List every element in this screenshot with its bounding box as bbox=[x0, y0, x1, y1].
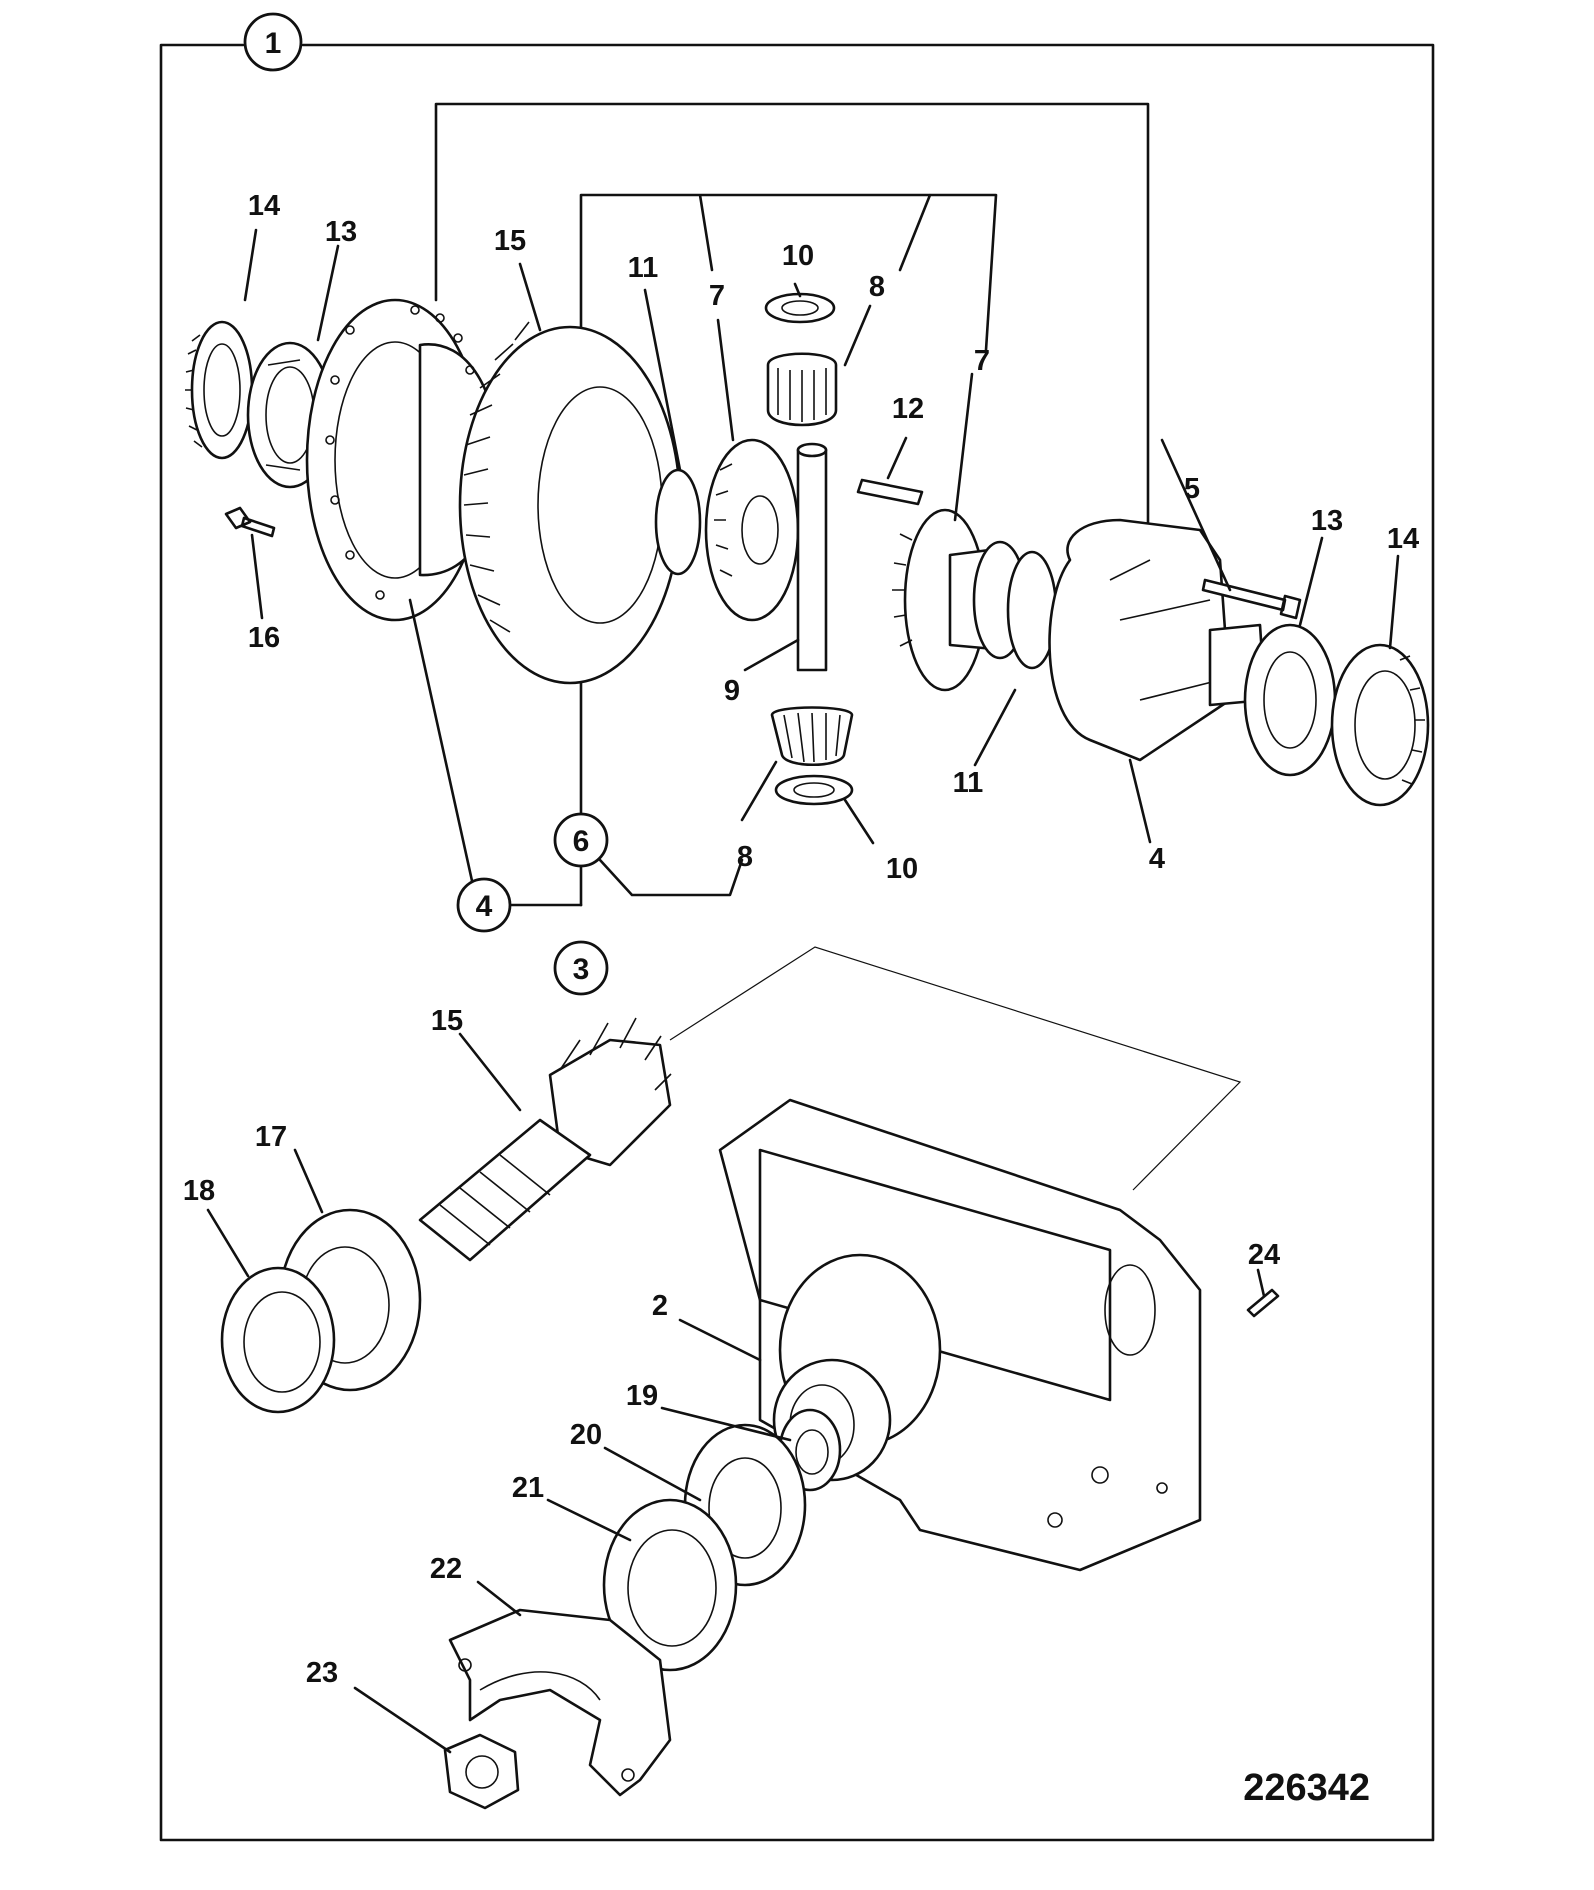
right-bearing bbox=[1243, 623, 1337, 777]
label-11-right: 11 bbox=[953, 767, 984, 799]
label-24: 24 bbox=[1248, 1239, 1280, 1271]
label-23: 23 bbox=[306, 1657, 338, 1689]
label-14-right: 14 bbox=[1387, 523, 1419, 555]
differential-case-half bbox=[305, 298, 501, 622]
svg-text:3: 3 bbox=[573, 953, 590, 986]
svg-text:1: 1 bbox=[265, 27, 282, 60]
label-13-right: 13 bbox=[1311, 505, 1343, 537]
label-7-right: 7 bbox=[974, 345, 990, 377]
callout-circle-1: 1 bbox=[243, 12, 303, 72]
label-8-top: 8 bbox=[869, 271, 885, 303]
label-18: 18 bbox=[183, 1175, 215, 1207]
left-side-gear bbox=[654, 438, 800, 622]
left-adjuster-nut bbox=[185, 320, 254, 460]
label-17: 17 bbox=[255, 1121, 287, 1153]
right-adjuster-nut bbox=[1330, 643, 1430, 807]
label-9: 9 bbox=[724, 675, 740, 707]
case-bolt bbox=[1201, 578, 1302, 620]
label-16: 16 bbox=[248, 622, 280, 654]
locating-pin bbox=[856, 478, 924, 506]
label-2: 2 bbox=[652, 1290, 668, 1322]
drive-yoke bbox=[448, 1608, 672, 1797]
label-19: 19 bbox=[626, 1380, 658, 1412]
label-5: 5 bbox=[1184, 473, 1200, 505]
drive-pinion bbox=[418, 1017, 672, 1262]
label-22: 22 bbox=[430, 1553, 462, 1585]
label-21: 21 bbox=[512, 1472, 544, 1504]
label-11-left: 11 bbox=[628, 252, 659, 284]
label-4-right: 4 bbox=[1149, 843, 1165, 875]
leader-lines bbox=[206, 228, 1400, 1754]
label-12: 12 bbox=[892, 393, 924, 425]
set-screw bbox=[224, 506, 276, 538]
outer-frame bbox=[159, 43, 1435, 1842]
svg-text:4: 4 bbox=[476, 890, 493, 923]
label-20: 20 bbox=[570, 1419, 602, 1451]
pinion-seal bbox=[220, 1266, 336, 1414]
bracket-6 bbox=[598, 858, 744, 897]
label-10-top: 10 bbox=[782, 240, 814, 272]
crown-wheel bbox=[458, 321, 682, 685]
differential-case-right bbox=[1048, 518, 1267, 762]
label-15-lower: 15 bbox=[431, 1005, 463, 1037]
outer-seal bbox=[602, 1498, 738, 1672]
label-10-bottom: 10 bbox=[886, 853, 918, 885]
cross-shaft bbox=[796, 442, 828, 672]
callout-circle-6: 6 bbox=[553, 812, 609, 868]
yoke-nut bbox=[443, 1733, 520, 1810]
right-side-gear bbox=[892, 508, 1028, 692]
top-planet-pinion bbox=[764, 292, 838, 427]
svg-text:6: 6 bbox=[573, 825, 590, 858]
label-8-bottom: 8 bbox=[737, 841, 753, 873]
label-13-left: 13 bbox=[325, 216, 357, 248]
reference-number: 226342 bbox=[1243, 1767, 1370, 1809]
bottom-planet-pinion bbox=[770, 706, 854, 806]
assembly-guide-line bbox=[669, 946, 1242, 1191]
callout-circle-3: 3 bbox=[553, 940, 609, 996]
callout-circle-4: 4 bbox=[456, 877, 512, 933]
label-14-left: 14 bbox=[248, 190, 280, 222]
label-15-upper: 15 bbox=[494, 225, 526, 257]
label-7-left: 7 bbox=[709, 280, 725, 312]
bracket-5 bbox=[434, 102, 1150, 542]
